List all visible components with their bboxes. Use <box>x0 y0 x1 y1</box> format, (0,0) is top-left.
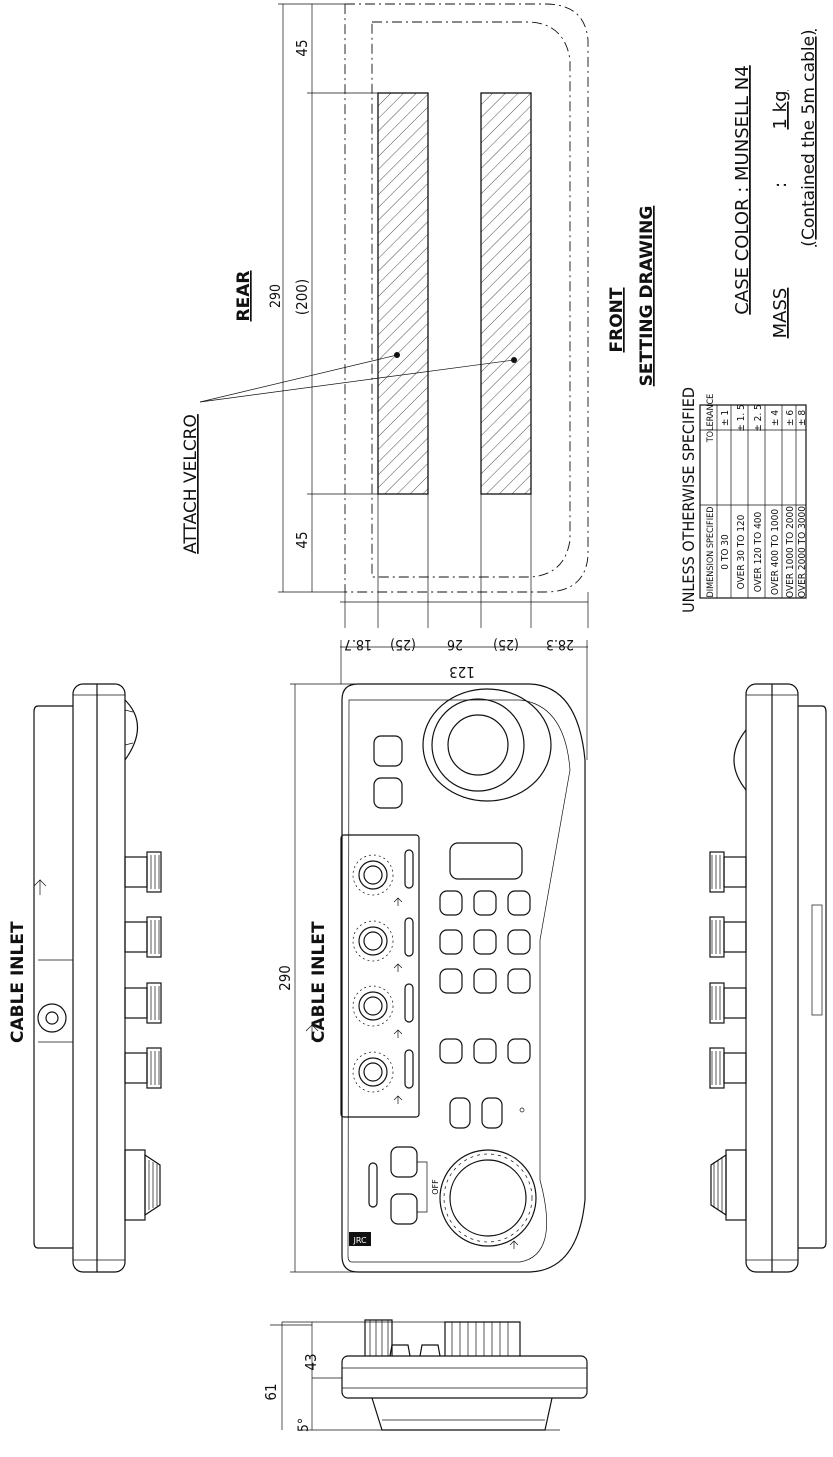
dim-rear-bottom: 45 <box>293 531 311 548</box>
setting-drawing-title: SETTING DRAWING <box>637 206 657 387</box>
dim-rear-length: 290 <box>268 284 284 308</box>
rear-view <box>199 3 589 628</box>
dim-w1: 18.7 <box>344 636 372 652</box>
dim-w5: 28.3 <box>546 636 574 652</box>
dim-rear-inner: (200) <box>293 279 311 315</box>
tol-row-5-tol: ± 6 <box>785 410 796 426</box>
tolerance-table <box>699 404 807 599</box>
tol-header-dim: DIMENSION SPECIFIED <box>706 507 716 598</box>
right-side-view <box>709 683 827 1273</box>
mass-note: (Contained the 5m cable) <box>799 29 819 246</box>
mass-colon: : <box>770 182 791 188</box>
dim-rear-top: 45 <box>293 39 311 56</box>
tol-row-1-tol: ± 1 <box>720 410 731 426</box>
front-outline <box>341 683 586 1273</box>
dim-front-width: 123 <box>449 663 475 681</box>
tol-row-2-range: OVER 30 TO 120 <box>736 514 747 589</box>
cable-inlet-left: CABLE INLET <box>8 921 28 1043</box>
tol-header-tol: TOLERANCE <box>706 394 716 444</box>
front-view <box>290 640 588 1273</box>
tol-row-4-tol: ± 4 <box>770 410 781 426</box>
mass-value: 1 kg <box>770 90 791 129</box>
off-label: OFF <box>431 1179 440 1195</box>
tol-row-6-range: OVER 2000 TO 3000 <box>797 506 808 598</box>
case-color: CASE COLOR : MUNSELL N4 <box>732 65 753 314</box>
side-profile-view <box>270 1319 588 1431</box>
dim-w4: (25) <box>493 636 519 652</box>
attach-velcro-label: ATTACH VELCRO <box>181 414 201 554</box>
dim-side-angle: 5° <box>296 1418 312 1432</box>
tol-row-4-range: OVER 400 TO 1000 <box>770 509 781 595</box>
mass-label: MASS <box>770 288 791 339</box>
jrc-logo: JRC <box>352 1236 367 1245</box>
dim-side-height: 43 <box>302 1353 320 1370</box>
velcro-strip-1 <box>377 92 429 495</box>
dim-side-total: 61 <box>262 1383 280 1400</box>
dim-front-length: 290 <box>276 965 294 991</box>
front-title: FRONT <box>607 287 627 352</box>
dim-w2: (25) <box>390 636 416 652</box>
tol-row-2-tol: ± 1. 5 <box>736 404 747 432</box>
dim-w3: 26 <box>447 636 463 652</box>
tol-row-3-range: OVER 120 TO 400 <box>753 511 764 592</box>
tol-row-6-tol: ± 8 <box>797 410 808 426</box>
cable-inlet-front: CABLE INLET <box>309 921 329 1043</box>
left-side-view <box>33 683 162 1273</box>
tol-row-5-range: OVER 1000 TO 2000 <box>785 506 796 598</box>
rear-title: REAR <box>234 271 254 322</box>
rear-inner-outline <box>371 21 571 578</box>
tol-row-1-range: 0 TO 30 <box>720 534 731 570</box>
velcro-strip-2 <box>480 92 532 495</box>
tol-row-3-tol: ± 2. 5 <box>753 404 764 432</box>
tol-title: UNLESS OTHERWISE SPECIFIED <box>679 387 698 613</box>
